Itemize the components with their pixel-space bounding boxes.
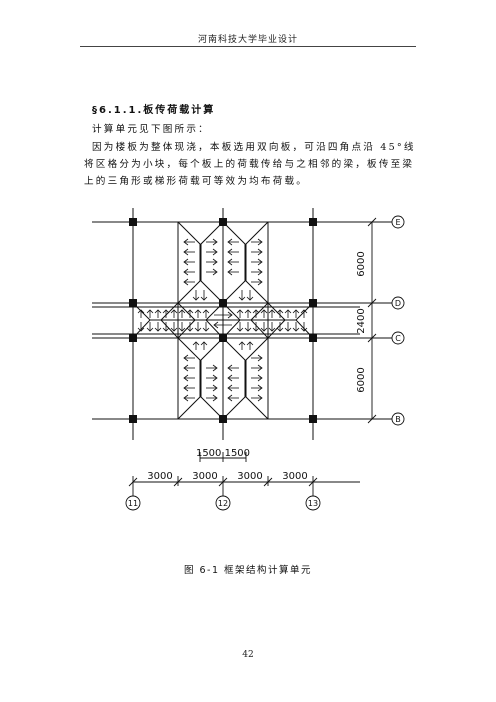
paragraph-intro: 计算单元见下图所示： <box>92 124 210 135</box>
axis-label-e: E <box>395 218 400 227</box>
load-arrows-bottom-up <box>192 341 254 350</box>
dim-v-2: 2400 <box>356 308 367 333</box>
axis-bubble-12 <box>215 495 231 511</box>
axis-label-b: B <box>395 415 401 424</box>
axis-bubble-e <box>391 215 405 229</box>
axis-label-c: C <box>395 334 401 343</box>
dim-v-3: 6000 <box>356 367 367 392</box>
dim-h-1: 3000 <box>147 471 172 482</box>
frame-plan-drawing: E D C B 6000 2400 6000 <box>92 208 405 511</box>
dim-h-3: 3000 <box>237 471 262 482</box>
page-header: 河南科技大学毕业设计 <box>197 35 298 45</box>
axis-bubble-b <box>391 412 405 426</box>
page-number: 42 <box>242 650 254 660</box>
frame-structure-figure: E D C B 6000 2400 6000 <box>0 200 496 530</box>
section-title: §6.1.1.板传荷载计算 <box>92 105 216 116</box>
axis-bubble-13 <box>305 495 321 511</box>
dim-v-1: 6000 <box>356 251 367 276</box>
load-arrows-corridor-up <box>137 309 308 318</box>
axis-label-12: 12 <box>218 499 228 508</box>
dim-h-4: 3000 <box>282 471 307 482</box>
paragraph-body: 因为楼板为整体现浇，本板选用双向板，可沿四角点沿 45°线将区格分为小块，每个板… <box>84 142 416 187</box>
load-arrows-corridor-down <box>137 322 308 332</box>
axis-bubble-c <box>391 331 405 345</box>
load-arrows-bottom-left <box>183 354 195 402</box>
axis-label-11: 11 <box>128 499 138 508</box>
load-arrows-center <box>213 311 233 329</box>
load-arrows-top-right <box>251 238 263 286</box>
load-arrows-bottom-mid <box>206 364 239 402</box>
load-arrows-bottom-right <box>251 354 263 402</box>
header-rule <box>80 46 416 47</box>
axis-bubble-d <box>391 296 405 310</box>
dim-h-2: 3000 <box>192 471 217 482</box>
column-markers <box>129 218 317 423</box>
load-arrows-top-down <box>192 290 254 301</box>
axis-bubble-11 <box>125 495 141 511</box>
axis-label-13: 13 <box>308 499 318 508</box>
load-arrows-top-mid <box>206 238 239 276</box>
dim-top-1500: 1500 1500 <box>196 448 250 459</box>
load-arrows-top-left <box>183 238 195 286</box>
axis-label-d: D <box>395 299 401 308</box>
figure-caption: 图 6-1 框架结构计算单元 <box>183 565 313 576</box>
